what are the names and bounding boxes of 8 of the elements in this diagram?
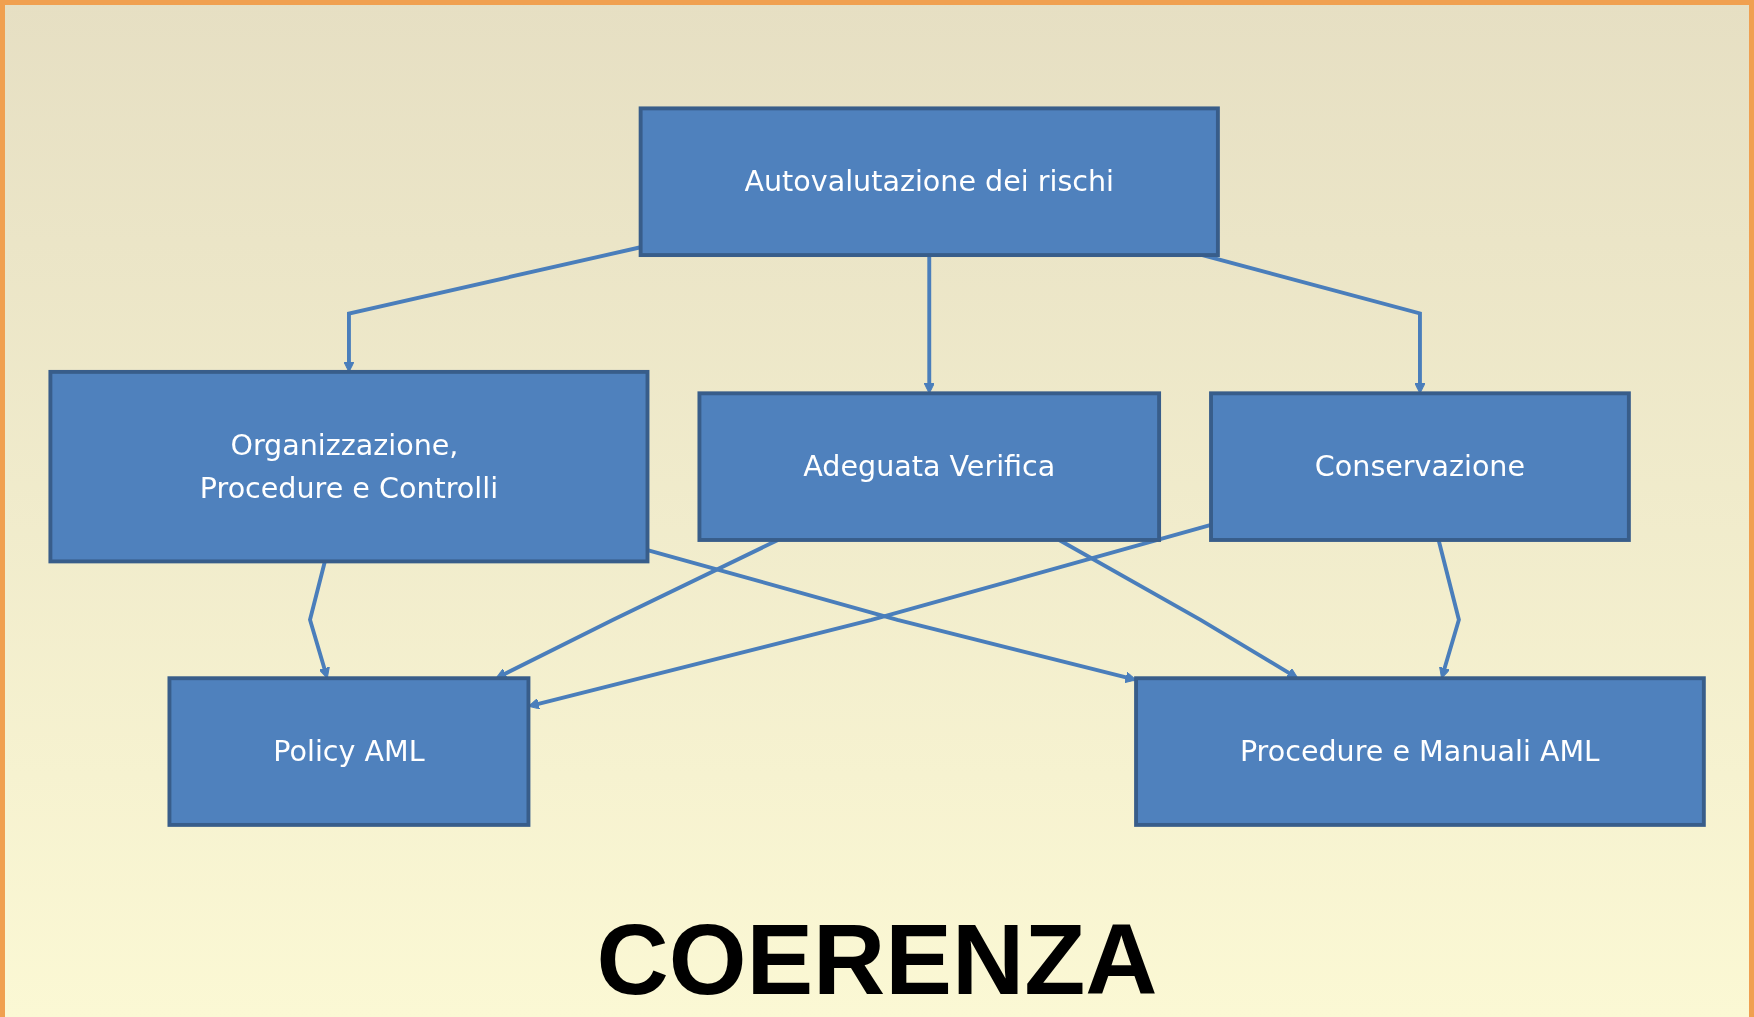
node-box: Conservazione	[1208, 391, 1631, 543]
heading-text: COERENZA	[596, 909, 1158, 1017]
node-box: Autovalutazione dei rischi	[638, 106, 1220, 258]
node-box: Organizzazione, Procedure e Controlli	[48, 370, 650, 564]
node-box: Procedure e Manuali AML	[1134, 676, 1706, 828]
node-box: Adeguata Verifica	[697, 391, 1161, 543]
node-box: Policy AML	[167, 676, 531, 828]
arrow	[343, 245, 641, 373]
